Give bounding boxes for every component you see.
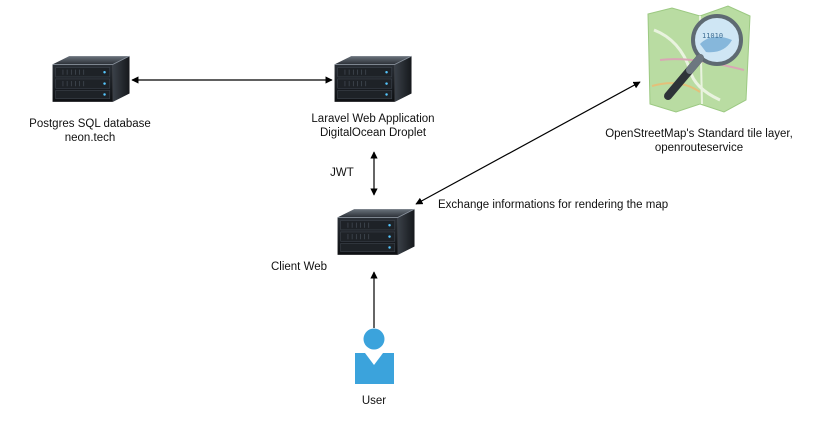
edge-client-osm <box>415 81 641 205</box>
osm-name: OpenStreetMap's Standard tile layer, <box>605 128 793 140</box>
database-name: Postgres SQL database <box>29 118 151 130</box>
connectors <box>131 76 641 328</box>
server-icon <box>334 55 413 103</box>
osm-service: openrouteservice <box>654 142 744 154</box>
server-icon <box>52 55 131 103</box>
map-exchange-edge-label: Exchange informations for rendering the … <box>438 199 669 211</box>
webapp-label: Laravel Web Application DigitalOcean Dro… <box>298 112 448 140</box>
server-icon <box>337 208 416 256</box>
database-host: neon.tech <box>64 132 116 144</box>
user-label: User <box>361 395 387 407</box>
openstreetmap-logo-icon: 11010 <box>647 5 751 113</box>
jwt-edge-label: JWT <box>330 167 354 179</box>
user-icon <box>355 328 394 384</box>
webapp-host: DigitalOcean Droplet <box>319 127 427 139</box>
client-label: Client Web <box>270 261 328 273</box>
webapp-name: Laravel Web Application <box>311 113 435 125</box>
svg-text:11010: 11010 <box>702 32 723 40</box>
osm-label: OpenStreetMap's Standard tile layer, ope… <box>594 127 804 155</box>
database-label: Postgres SQL database neon.tech <box>20 117 160 145</box>
